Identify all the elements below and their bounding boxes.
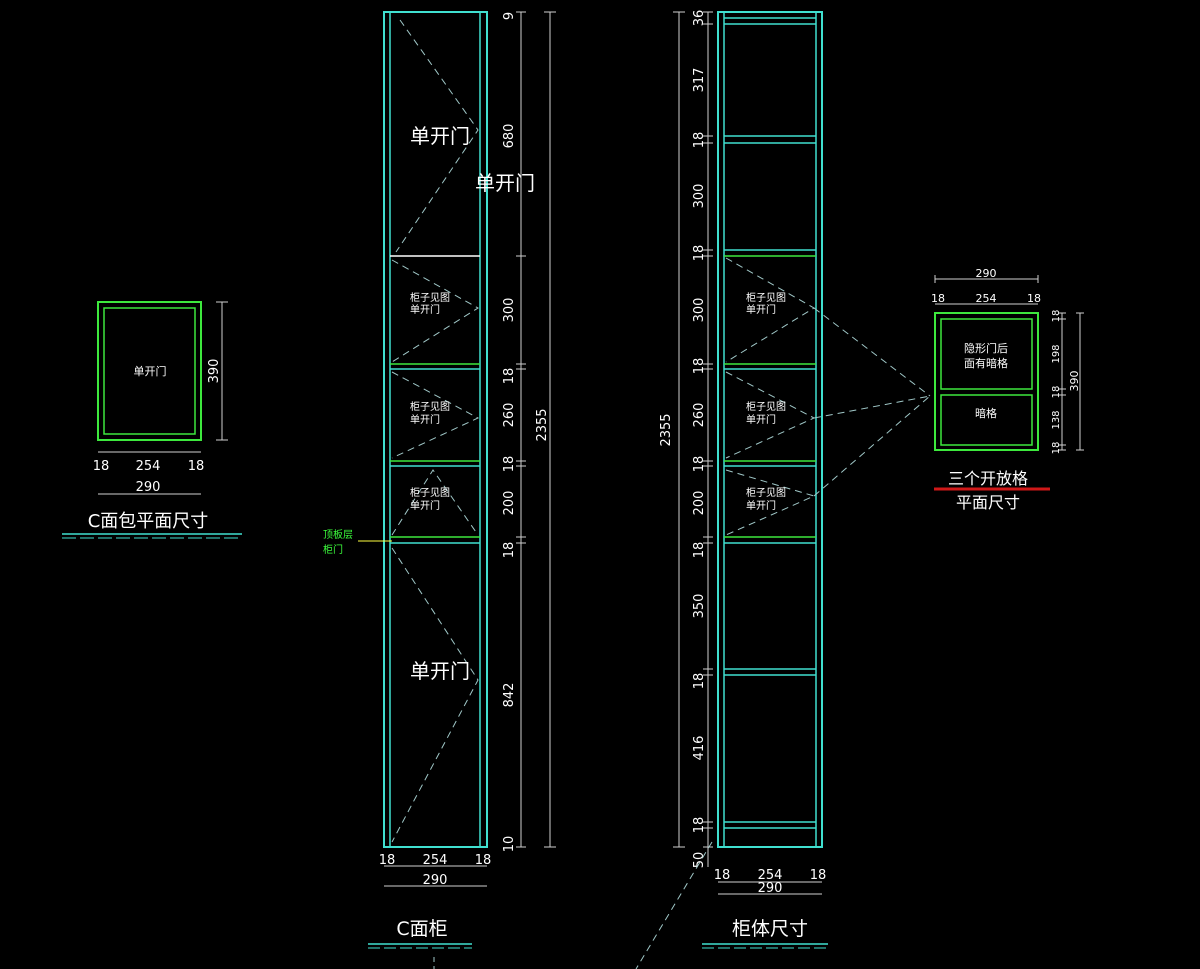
c-seg-dim-6: 200 <box>502 491 517 516</box>
right-plan-lower-cell <box>940 394 1033 446</box>
right-plan-upper-line2: 面有暗格 <box>964 356 1008 370</box>
right-plan-outer-box <box>934 312 1039 451</box>
body-dim-right: 18 <box>810 868 827 883</box>
right-plan-v-dim-2: 18 <box>1051 386 1062 399</box>
left-plan-dim-right: 18 <box>188 459 205 474</box>
body-comp-1-line2: 单开门 <box>746 303 776 316</box>
c-cabinet-elevation: 单开门 单开门 柜子见图 单开门 柜子见图 单开门 柜子见图 单开门 单开门 顶… <box>323 11 556 969</box>
body-seg-dim-14: 18 <box>692 817 707 834</box>
body-shelves <box>724 135 816 829</box>
body-comp-3-line2: 单开门 <box>746 499 776 512</box>
c-dim-right: 18 <box>475 853 492 868</box>
c-seg-dim-7: 18 <box>502 542 517 559</box>
c-comp-2-line2: 单开门 <box>410 413 440 426</box>
c-seg-dim-3: 18 <box>502 368 517 385</box>
right-plan-upper-cell <box>940 318 1033 390</box>
body-seg-dim-0: 36 <box>692 10 707 27</box>
body-seg-dim-8: 18 <box>692 456 707 473</box>
c-dim-mid: 254 <box>423 853 448 868</box>
right-plan-lower-label: 暗格 <box>975 406 997 420</box>
c-comp-2-line1: 柜子见图 <box>410 400 450 413</box>
c-seg-dim-5: 18 <box>502 456 517 473</box>
c-cabinet-outer <box>383 11 488 848</box>
c-seg-dim-2: 300 <box>502 298 517 323</box>
c-comp-3-line2: 单开门 <box>410 499 440 512</box>
body-seg-dim-9: 200 <box>692 491 707 516</box>
c-side-note-line1: 顶板层 <box>323 528 353 541</box>
body-seg-dim-10: 18 <box>692 542 707 559</box>
right-plan-dim-right: 18 <box>1027 292 1041 305</box>
body-seg-dim-6: 18 <box>692 358 707 375</box>
reference-leader-lines <box>813 307 931 497</box>
body-cabinet-outer <box>717 11 823 848</box>
c-seg-dim-1: 680 <box>502 124 517 149</box>
body-dim-left: 18 <box>714 868 731 883</box>
right-plan-v-ticks <box>1058 312 1066 451</box>
right-plan-v-dim-0: 18 <box>1051 310 1062 323</box>
left-plan-total-width: 290 <box>136 480 161 495</box>
body-dim-mid: 254 <box>758 868 783 883</box>
body-total-height: 2355 <box>659 413 674 446</box>
body-seg-dim-13: 416 <box>692 736 707 761</box>
body-seg-dim-7: 260 <box>692 403 707 428</box>
body-cabinet-title: 柜体尺寸 <box>732 918 808 940</box>
left-plan-view: 单开门 390 18 254 18 290 C面包平面尺寸 <box>62 301 242 539</box>
body-seg-dim-11: 350 <box>692 594 707 619</box>
c-seg-dim-9: 10 <box>502 836 517 853</box>
body-seg-dim-3: 300 <box>692 184 707 209</box>
right-plan-total-height: 390 <box>1068 371 1081 392</box>
body-cabinet-elevation: 柜子见图 单开门 柜子见图 单开门 柜子见图 单开门 36 31 <box>635 10 828 969</box>
body-seg-dim-5: 300 <box>692 298 707 323</box>
c-comp-1-line1: 柜子见图 <box>410 291 450 304</box>
c-dim-left: 18 <box>379 853 396 868</box>
left-plan-dim-mid: 254 <box>136 459 161 474</box>
c-door-upper-label: 单开门 <box>410 124 470 148</box>
c-seg-dim-4: 260 <box>502 403 517 428</box>
c-total-height: 2355 <box>535 408 550 441</box>
body-comp-2-line1: 柜子见图 <box>746 400 786 413</box>
right-plan-v-dim-1: 198 <box>1051 344 1062 363</box>
left-plan-inner-box <box>103 307 196 435</box>
body-comp-1-line1: 柜子见图 <box>746 291 786 304</box>
c-segment-dim-ticks <box>516 11 526 848</box>
c-comp-1-line2: 单开门 <box>410 303 440 316</box>
body-seg-dim-1: 317 <box>692 68 707 93</box>
right-plan-title-line2: 平面尺寸 <box>956 493 1020 512</box>
left-plan-outer-box <box>97 301 202 441</box>
left-plan-height-dim: 390 <box>207 359 222 384</box>
body-comp-3-line1: 柜子见图 <box>746 486 786 499</box>
c-door-lower-label: 单开门 <box>410 659 470 683</box>
body-seg-dim-4: 18 <box>692 245 707 262</box>
c-total-width: 290 <box>423 873 448 888</box>
body-seg-dim-12: 18 <box>692 673 707 690</box>
right-plan-dim-left: 18 <box>931 292 945 305</box>
body-segment-dim-ticks <box>703 11 713 848</box>
right-plan-total-width: 290 <box>976 267 997 280</box>
c-door-upper-label-2: 单开门 <box>475 171 535 195</box>
body-comp-2-line2: 单开门 <box>746 413 776 426</box>
c-comp-3-line1: 柜子见图 <box>410 486 450 499</box>
c-door-swing-lines <box>391 19 480 843</box>
right-plan-v-dim-3: 138 <box>1051 410 1062 429</box>
right-plan-upper-line1: 隐形门后 <box>964 341 1008 355</box>
right-plan-v-dim-4: 18 <box>1051 442 1062 455</box>
right-plan-title-line1: 三个开放格 <box>948 469 1028 488</box>
c-seg-dim-8: 842 <box>502 683 517 708</box>
left-plan-dim-left: 18 <box>93 459 110 474</box>
left-plan-title: C面包平面尺寸 <box>88 511 209 532</box>
c-cabinet-title: C面柜 <box>396 918 447 940</box>
body-seg-dim-2: 18 <box>692 132 707 149</box>
right-plan-view: 290 18 254 18 隐形门后 面有暗格 暗格 18 198 18 138… <box>931 267 1084 512</box>
c-side-note-line2: 柜门 <box>323 543 343 556</box>
c-seg-dim-0: 9 <box>502 12 517 20</box>
right-plan-dim-mid: 254 <box>976 292 997 305</box>
body-top-rails <box>724 17 816 25</box>
left-plan-door-label: 单开门 <box>134 364 167 378</box>
body-total-width: 290 <box>758 881 783 896</box>
